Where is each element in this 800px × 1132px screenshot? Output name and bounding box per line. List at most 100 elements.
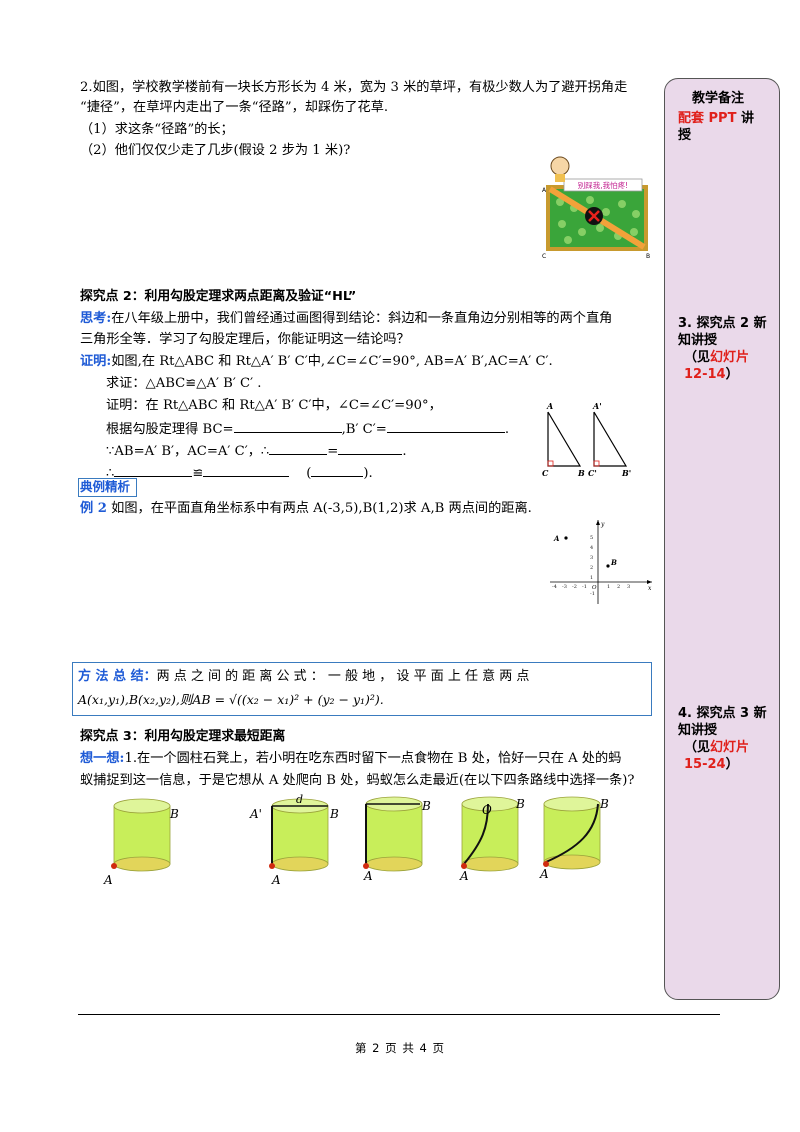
tri1-B: B (577, 468, 585, 478)
problem2-line2: “捷径”，在草坪内走出了一条“径路”，却踩伤了花草. (80, 100, 389, 115)
think-text1: 在八年级上册中，我们曾经通过画图得到结论：斜边和一条直角边分别相等的两个直角 (111, 311, 613, 326)
cartoon-person-icon (550, 156, 570, 176)
section3-text1: 想一想:1.在一个圆柱石凳上，若小明在吃东西时留下一点食物在 B 处，恰好一只在… (80, 751, 622, 766)
cyl5-A: A (539, 867, 549, 881)
cyl3-A: A (363, 869, 373, 883)
svg-text:-1: -1 (582, 584, 587, 590)
section2-heading: 探究点 2：利用勾股定理求两点距离及验证“HL” (80, 289, 357, 304)
lawn-label-A: A (542, 187, 547, 194)
cyl2-d: d (296, 793, 303, 806)
right-triangles-figure: A C B A' C' B' (542, 401, 631, 478)
svg-text:2: 2 (590, 565, 593, 571)
blank-congruent-left[interactable] (114, 462, 193, 477)
lawn-figure: 别踩我,我怕疼! A C B (542, 156, 650, 260)
think2-label: 想一想: (80, 751, 125, 766)
proof-step1: 证明：在 Rt△ABC 和 Rt△A′ B′ C′中，∠C=∠C′=90°， (106, 398, 442, 413)
footer-divider (78, 1014, 720, 1015)
blank-congruent-right[interactable] (203, 462, 290, 477)
svg-text:1: 1 (590, 575, 593, 581)
method-summary-box (72, 662, 652, 716)
cyl1-A: A (103, 873, 113, 887)
sidebar-note2-line4: 12-14） (684, 367, 739, 382)
cyl2-A: A (271, 873, 281, 887)
cylinder-2: d A' B A (249, 793, 339, 887)
sign-text: 别踩我,我怕疼! (578, 180, 628, 190)
cyl4-B: B (515, 797, 525, 811)
ant-icon (269, 863, 275, 869)
sidebar-note3-line4: 15-24） (684, 757, 739, 772)
example-tag: 典例精析 (80, 479, 131, 494)
cyl4-A: A (459, 869, 469, 883)
blank-reason[interactable] (311, 462, 364, 477)
proof-step4: ∴≌ (). (106, 462, 373, 483)
sidebar-note2-line2: 知讲授 (678, 333, 718, 348)
sidebar-note2-line3: （见幻灯片 (684, 350, 750, 365)
tri1-A: A (546, 401, 553, 411)
svg-text:-4: -4 (552, 584, 557, 590)
axis-y-label: y (600, 521, 605, 528)
example-label: 例 2 (80, 501, 107, 516)
proof-step3: ∵AB=A′ B′，AC=A′ C′，∴=. (106, 440, 407, 461)
svg-text:3: 3 (590, 555, 593, 561)
cyl4-O: O (482, 803, 492, 817)
section2-proof: 证明:如图,在 Rt△ABC 和 Rt△A′ B′ C′中,∠C=∠C′=90°… (80, 352, 553, 371)
think-label: 思考: (80, 311, 112, 326)
prove-statement: 求证：△ABC≌△A′ B′ C′ . (106, 376, 262, 391)
point-A (564, 536, 568, 540)
cyl5-B: B (599, 797, 609, 811)
proof-step2: 根据勾股定理得 BC=,B′ C′=. (106, 418, 509, 439)
tri2-C: C' (588, 468, 597, 478)
cylinder-3: B A (363, 796, 431, 883)
axis-x-label: x (648, 585, 652, 592)
coordinate-plane-figure: x y O 5 4 3 2 1 -1 -4 -3 -2 -1 1 2 3 A B (550, 520, 652, 604)
blank-eq-right[interactable] (338, 440, 403, 455)
cyl2-A2: A' (249, 807, 262, 821)
ant-icon (461, 863, 467, 869)
cylinder-4: O B A (459, 796, 525, 883)
cylinder-1: B A (103, 798, 179, 887)
problem2-question1: （1）求这条“径路”的长； (80, 122, 234, 137)
blank-bc[interactable] (233, 418, 342, 433)
problem2-line1: 2.如图，学校教学楼前有一块长方形长为 4 米，宽为 3 米的草坪，有极少数人为… (80, 80, 628, 95)
sidebar-note3-line2: 知讲授 (678, 723, 718, 738)
sidebar-title: 教学备注 (692, 91, 745, 106)
ant-icon (363, 863, 369, 869)
ant-icon (111, 863, 117, 869)
example-tag-box (78, 478, 137, 497)
svg-text:3: 3 (627, 584, 630, 590)
blank-b1c1[interactable] (386, 418, 505, 433)
section3-text2: 蚁捕捉到这一信息，于是它想从 A 处爬向 B 处，蚂蚁怎么走最近(在以下四条路线… (80, 773, 635, 788)
lawn-label-B: B (646, 253, 650, 260)
svg-text:-2: -2 (572, 584, 577, 590)
tri2-A: A' (592, 401, 602, 411)
proof-text: 如图,在 Rt△ABC 和 Rt△A′ B′ C′中,∠C=∠C′=90°, A… (111, 354, 553, 369)
proof-label: 证明: (80, 354, 112, 369)
teaching-notes-sidebar (664, 78, 780, 1000)
page-number: 第 2 页 共 4 页 (355, 1041, 445, 1055)
problem2-question2: （2）他们仅仅少走了几步(假设 2 步为 1 米)? (80, 143, 351, 158)
tri1-C: C (542, 468, 549, 478)
tri2-B: B' (621, 468, 631, 478)
sidebar-note3-line3: （见幻灯片 (684, 740, 750, 755)
svg-text:4: 4 (590, 545, 593, 551)
cyl1-B: B (169, 807, 179, 821)
cylinder-5: B A (539, 796, 609, 881)
section3-heading: 探究点 3：利用勾股定理求最短距离 (80, 729, 286, 744)
svg-text:5: 5 (590, 535, 593, 541)
cyl2-B: B (329, 807, 339, 821)
origin-label: O (592, 585, 597, 591)
blank-eq-left[interactable] (269, 440, 328, 455)
section2-think: 思考:在八年级上册中，我们曾经通过画图得到结论：斜边和一条直角边分别相等的两个直… (80, 309, 612, 328)
point-B-label: B (610, 558, 617, 567)
example-2: 例 2 如图，在平面直角坐标系中有两点 A(-3,5),B(1,2)求 A,B … (80, 499, 532, 518)
lawn-label-C: C (542, 253, 546, 260)
svg-text:2: 2 (617, 584, 620, 590)
point-B (606, 564, 610, 568)
cyl3-B: B (421, 799, 431, 813)
example-text: 如图，在平面直角坐标系中有两点 A(-3,5),B(1,2)求 A,B 两点间的… (106, 501, 532, 516)
think-text2: 三角形全等．学习了勾股定理后，你能证明这一结论吗？ (80, 332, 410, 347)
sidebar-note1: 配套 PPT 讲 (678, 111, 754, 126)
method-text1: 两 点 之 间 的 距 离 公 式 ： 一 般 地 ， 设 平 面 上 任 意 … (156, 669, 530, 684)
ant-icon (543, 861, 549, 867)
method-line1: 方 法 总 结：两 点 之 间 的 距 离 公 式 ： 一 般 地 ， 设 平 … (78, 667, 529, 686)
